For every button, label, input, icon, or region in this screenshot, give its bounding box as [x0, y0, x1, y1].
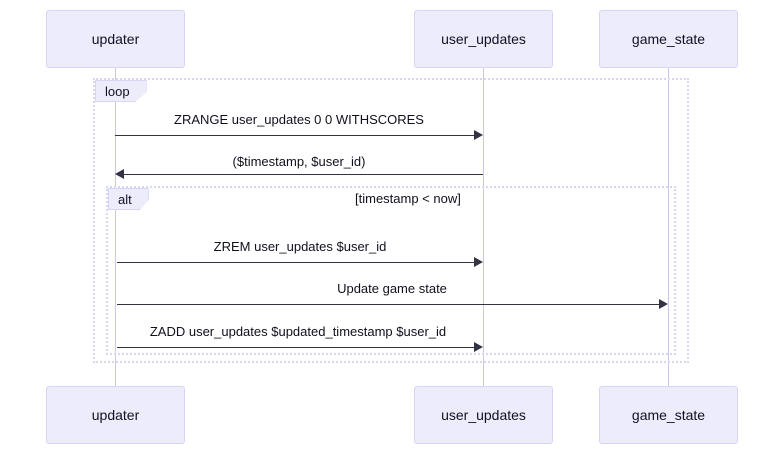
message-arrow	[117, 347, 474, 348]
participant-game-state-top[interactable]: game_state	[599, 10, 738, 68]
arrowhead-right-icon	[474, 257, 483, 267]
lifeline-updater	[115, 68, 116, 386]
participant-label: user_updates	[441, 31, 526, 47]
fragment-label-alt-text: alt	[118, 191, 132, 207]
arrowhead-right-icon	[474, 130, 483, 140]
participant-label: updater	[91, 407, 140, 423]
message-label: ZREM user_updates $user_id	[213, 239, 387, 254]
arrowhead-right-icon	[659, 299, 668, 309]
arrowhead-right-icon	[474, 342, 483, 352]
message-arrow	[124, 174, 483, 175]
fragment-label-loop-text: loop	[105, 83, 130, 99]
message-label: ZADD user_updates $updated_timestamp $us…	[149, 324, 447, 339]
message-arrow	[117, 304, 659, 305]
participant-label: game_state	[631, 31, 706, 47]
message-label: ZRANGE user_updates 0 0 WITHSCORES	[174, 112, 424, 127]
message-arrow	[115, 135, 474, 136]
participant-updater-bottom[interactable]: updater	[46, 386, 185, 444]
message-label: ($timestamp, $user_id)	[232, 154, 366, 169]
participant-game-state-bottom[interactable]: game_state	[599, 386, 738, 444]
participant-label: user_updates	[441, 407, 526, 423]
fragment-alt	[106, 186, 676, 355]
arrowhead-left-icon	[115, 169, 124, 179]
lifeline-user-updates	[483, 68, 484, 386]
participant-user-updates-bottom[interactable]: user_updates	[414, 386, 553, 444]
fragment-loop	[93, 78, 689, 363]
fragment-condition-alt: [timestamp < now]	[355, 191, 461, 206]
fragment-label-loop: loop	[95, 80, 147, 102]
lifeline-game-state	[668, 68, 669, 386]
participant-updater-top[interactable]: updater	[46, 10, 185, 68]
fragment-label-alt: alt	[108, 188, 149, 210]
participant-label: updater	[91, 31, 140, 47]
participant-user-updates-top[interactable]: user_updates	[414, 10, 553, 68]
message-label: Update game state	[337, 281, 447, 296]
message-arrow	[117, 262, 474, 263]
participant-label: game_state	[631, 407, 706, 423]
